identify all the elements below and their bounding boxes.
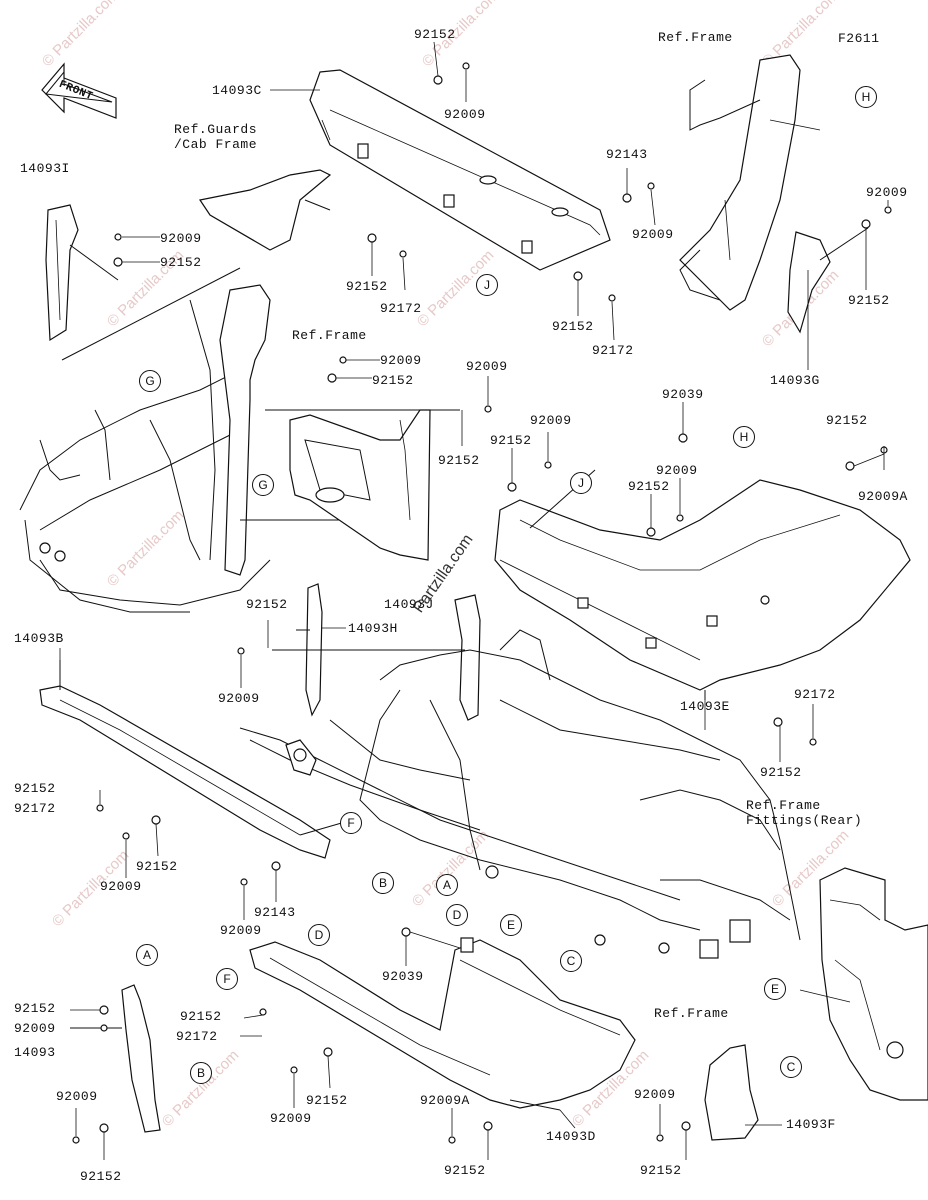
part-label[interactable]: 92009 [160,231,202,246]
part-label[interactable]: 92009 [14,1021,56,1036]
leader-lines [59,41,889,1160]
ref-guards-cab-frame: Ref.Guards /Cab Frame [174,122,258,152]
panel-14093d [249,937,636,1111]
part-label[interactable]: 92152 [80,1169,122,1184]
part-label[interactable]: 92143 [606,147,648,162]
callout-circle[interactable]: A [136,944,158,966]
callout-circle[interactable]: J [570,472,592,494]
panel-14093 [121,984,161,1133]
callout-circle[interactable]: J [476,274,498,296]
callout-circle[interactable]: F [340,812,362,834]
part-label[interactable]: 92152 [14,1001,56,1016]
part-label[interactable]: 92009 [866,185,908,200]
part-label[interactable]: 92009 [100,879,142,894]
part-label[interactable]: 92152 [306,1093,348,1108]
part-label[interactable]: 92152 [490,433,532,448]
fasteners [72,62,892,1144]
part-label[interactable]: 14093J [384,597,434,612]
part-label[interactable]: 92152 [160,255,202,270]
part-label[interactable]: 92009 [380,353,422,368]
part-label[interactable]: 92009 [56,1089,98,1104]
part-label[interactable]: 92152 [640,1163,682,1178]
part-label[interactable]: 92152 [552,319,594,334]
part-label[interactable]: 92152 [372,373,414,388]
callout-circle[interactable]: F [216,968,238,990]
rear-fittings [819,867,928,1101]
part-label[interactable]: 92152 [444,1163,486,1178]
guards-plate [199,169,332,251]
part-label[interactable]: 92172 [380,301,422,316]
part-label[interactable]: 92152 [826,413,868,428]
callout-circle[interactable]: D [446,904,468,926]
part-label[interactable]: 14093E [680,699,730,714]
part-label[interactable]: 92039 [662,387,704,402]
callout-circle[interactable]: G [139,370,161,392]
callout-circle[interactable]: C [560,950,582,972]
diagram-code: F2611 [838,31,880,46]
part-label[interactable]: 92152 [14,781,56,796]
part-label[interactable]: 92172 [176,1029,218,1044]
part-label[interactable]: 92039 [382,969,424,984]
part-label[interactable]: 14093B [14,631,64,646]
part-label[interactable]: 92009A [420,1093,470,1108]
part-label[interactable]: 92009 [218,691,260,706]
panel-14093b [39,660,346,859]
frame-center [239,594,801,959]
callout-circle[interactable]: E [764,978,786,1000]
part-label[interactable]: 92152 [760,765,802,780]
panel-14093i [45,204,79,342]
callout-circle[interactable]: D [308,924,330,946]
callout-circle[interactable]: B [190,1062,212,1084]
part-label[interactable]: 14093 [14,1045,56,1060]
callout-circle[interactable]: E [500,914,522,936]
part-label[interactable]: 14093I [20,161,70,176]
callout-circle[interactable]: H [733,426,755,448]
part-label[interactable]: 14093F [786,1117,836,1132]
part-label[interactable]: 92009A [858,489,908,504]
part-label[interactable]: 92152 [414,27,456,42]
part-label[interactable]: 92152 [628,479,670,494]
part-label[interactable]: 92172 [794,687,836,702]
part-label[interactable]: 14093C [212,83,262,98]
part-label[interactable]: 14093D [546,1129,596,1144]
part-label[interactable]: 92009 [656,463,698,478]
ref-frame-fittings-rear: Ref.Frame Fittings(Rear) [746,798,863,828]
frame-left [19,284,420,613]
part-label[interactable]: 92152 [848,293,890,308]
ref-frame-top: Ref.Frame [658,30,733,45]
part-label[interactable]: 14093G [770,373,820,388]
part-label[interactable]: 92152 [346,279,388,294]
frame-top-right [679,54,821,311]
part-label[interactable]: 92152 [180,1009,222,1024]
part-label[interactable]: 92152 [246,597,288,612]
part-label[interactable]: 92009 [444,107,486,122]
callout-circle[interactable]: G [252,474,274,496]
panel-14093c [309,69,611,271]
part-label[interactable]: 92152 [136,859,178,874]
part-label[interactable]: 92009 [466,359,508,374]
part-label[interactable]: 92143 [254,905,296,920]
part-label[interactable]: 92009 [270,1111,312,1126]
part-label[interactable]: 92009 [530,413,572,428]
callout-circle[interactable]: H [855,86,877,108]
part-label[interactable]: 92172 [592,343,634,358]
ref-frame-bottom: Ref.Frame [654,1006,729,1021]
part-label[interactable]: 92172 [14,801,56,816]
ref-frame-left: Ref.Frame [292,328,367,343]
part-label[interactable]: 92009 [220,923,262,938]
callout-circle[interactable]: B [372,872,394,894]
panel-14093e [494,469,911,700]
callout-circle[interactable]: A [436,874,458,896]
part-label[interactable]: 92152 [438,453,480,468]
callout-circle[interactable]: C [780,1056,802,1078]
part-label[interactable]: 92009 [634,1087,676,1102]
panel-14093f [704,1044,759,1141]
panel-14093g [787,231,831,334]
front-arrow-icon [41,62,117,119]
panel-14093j [265,409,460,561]
part-label[interactable]: 14093H [348,621,398,636]
part-label[interactable]: 92009 [632,227,674,242]
